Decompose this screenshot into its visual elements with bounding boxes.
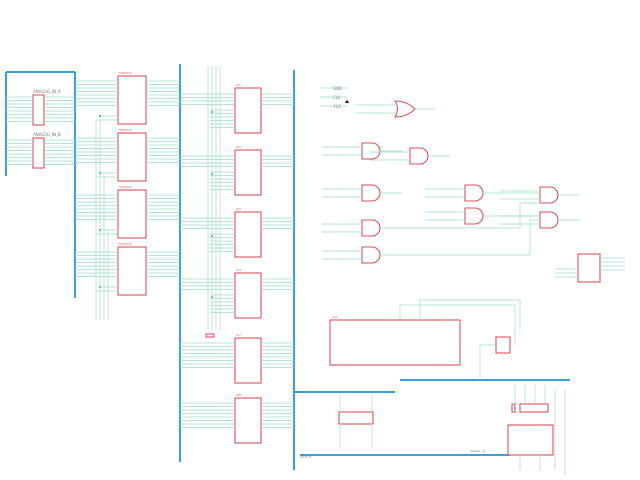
svg-text:IC7: IC7 xyxy=(236,333,241,337)
latch-ic[interactable]: IC3 xyxy=(180,207,294,258)
svg-text:IC3: IC3 xyxy=(236,207,241,211)
ribbon-connector[interactable] xyxy=(338,411,374,425)
svg-text:74HC541: 74HC541 xyxy=(118,71,132,75)
mcu[interactable]: U1 xyxy=(329,299,521,380)
net-clk: CLK xyxy=(333,95,341,100)
svg-text:U1: U1 xyxy=(333,315,337,319)
latch-ic[interactable]: IC2 xyxy=(180,145,294,196)
and-gate[interactable] xyxy=(322,219,402,237)
latch-ic[interactable]: IC4 xyxy=(180,268,294,319)
and-gate[interactable] xyxy=(425,184,505,202)
bus-label: SIGNAL_IO xyxy=(470,449,486,453)
buffer-ic[interactable]: 74HC541 xyxy=(75,242,180,296)
bus-bottom[interactable] xyxy=(300,379,570,456)
svg-text:74HC541: 74HC541 xyxy=(118,242,132,246)
buffer-ic[interactable]: 74HC541 xyxy=(75,71,180,125)
buffer-column: 74HC541 74HC541 74HC541 74HC541 xyxy=(75,71,180,320)
svg-text:74HC541: 74HC541 xyxy=(118,185,132,189)
latch-ic[interactable]: IC1 xyxy=(180,83,294,134)
buffer-ic-lower[interactable]: IC8 xyxy=(180,393,294,444)
net-vcc: VCC xyxy=(333,104,342,109)
buffer-ic[interactable]: 74HC541 xyxy=(75,185,180,239)
bus-left[interactable] xyxy=(5,71,76,298)
and-gate[interactable] xyxy=(322,184,402,202)
and-gate[interactable] xyxy=(322,246,402,264)
buffer-ic-lower[interactable]: IC7 xyxy=(180,333,294,384)
and-gate[interactable] xyxy=(425,207,505,225)
svg-text:74HC541: 74HC541 xyxy=(118,128,132,132)
isp-connector[interactable] xyxy=(495,336,511,354)
bus-label: DATA_B xyxy=(300,455,311,459)
and-gate[interactable] xyxy=(322,142,402,160)
svg-text:IC4: IC4 xyxy=(236,268,241,272)
svg-text:IC8: IC8 xyxy=(236,393,241,397)
svg-text:IC2: IC2 xyxy=(236,145,241,149)
vcc-symbol xyxy=(344,99,350,104)
and-gate[interactable] xyxy=(500,186,580,204)
bus-right[interactable] xyxy=(293,70,395,470)
svg-text:IC1: IC1 xyxy=(236,83,241,87)
power-block: GND CLK VCC xyxy=(320,86,350,109)
buffer-ic[interactable]: 74HC541 xyxy=(75,128,180,182)
buses xyxy=(5,64,570,470)
header-connector[interactable] xyxy=(32,94,45,126)
header-label: ANALOG_IN_B xyxy=(33,132,61,137)
header-group: ANALOG_IN_A ANALOG_IN_B xyxy=(6,89,75,169)
logic-gates xyxy=(322,100,580,264)
resistor-array xyxy=(511,403,549,413)
header-connector[interactable] xyxy=(32,137,45,169)
net-gnd: GND xyxy=(333,86,342,91)
and-gate[interactable] xyxy=(370,147,450,165)
dip-switch[interactable] xyxy=(577,253,601,283)
or-gate[interactable] xyxy=(355,100,435,118)
header-label: ANALOG_IN_A xyxy=(33,89,61,94)
gnd-symbol xyxy=(205,333,215,338)
switch-ic[interactable] xyxy=(507,424,554,456)
